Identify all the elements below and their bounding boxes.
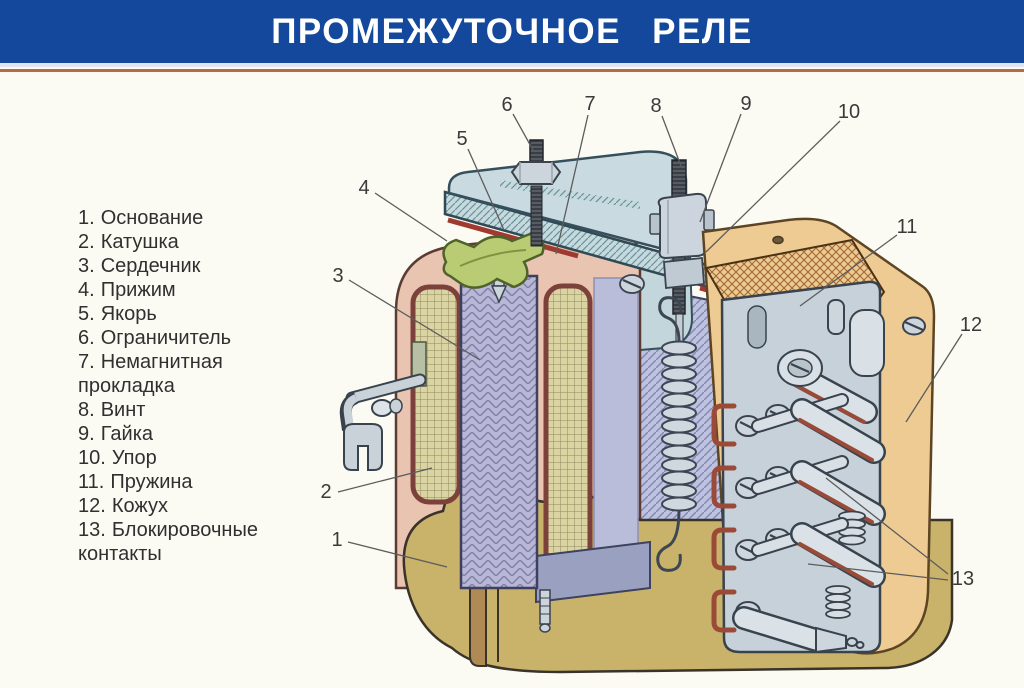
callout-1: 1 (331, 529, 448, 568)
callout-number-5: 5 (456, 128, 467, 150)
coil-inner-tube (535, 277, 651, 604)
contact-row-3 (711, 517, 886, 588)
callout-number-6: 6 (501, 94, 512, 116)
callout-number-3: 3 (332, 265, 343, 287)
callout-11: 11 (799, 216, 918, 307)
parts-list-item-2: 2.Катушка (78, 231, 179, 253)
parts-list-item-11: 11.Пружина (78, 471, 193, 493)
parts-list-item-7: 7.Немагнитная прокладка (78, 351, 223, 397)
callout-number-11: 11 (897, 216, 918, 238)
header-stripe-white (0, 67, 1024, 69)
core (459, 253, 551, 633)
callout-10: 10 (705, 101, 860, 253)
callout-number-13: 13 (952, 568, 974, 590)
parts-list: 1.Основание 2.Катушка 3.Сердечник 4.Приж… (78, 206, 318, 566)
return-spring (656, 296, 697, 572)
header-bar: ПРОМЕЖУТОЧНОЕ РЕЛЕ (0, 0, 1024, 63)
core-screw-bottom (539, 589, 551, 633)
parts-list-item-4: 4.Прижим (78, 279, 176, 301)
relay-cutaway-diagram: 1 2 3 4 5 6 7 8 (320, 93, 982, 674)
header-stripe-light (0, 63, 1024, 67)
contact-block (711, 280, 886, 654)
parts-list-item-13: 13.Блокировочные контакты (78, 519, 258, 565)
callout-5: 5 (456, 128, 505, 231)
parts-list-item-6: 6.Ограничитель (78, 327, 232, 349)
limiter-bolt (510, 139, 562, 247)
parts-list-item-3: 3.Сердечник (78, 255, 201, 277)
contact-row-4 (711, 585, 865, 654)
callout-12: 12 (905, 314, 982, 423)
parts-list-item-12: 12.Кожух (78, 495, 168, 517)
pressure-clamp (442, 232, 545, 289)
parts-list-item-9: 9.Гайка (78, 423, 154, 445)
cover-hole (772, 235, 784, 245)
cover-screw (902, 316, 926, 336)
contact-row-1 (711, 393, 886, 464)
callout-9: 9 (699, 93, 752, 223)
callout-6: 6 (501, 94, 534, 151)
parts-list-item-1: 1.Основание (78, 207, 204, 229)
callout-number-9: 9 (740, 93, 751, 115)
callout-number-2: 2 (320, 481, 331, 503)
accent-stripe (0, 69, 1024, 72)
callout-number-7: 7 (584, 93, 595, 115)
callout-number-10: 10 (838, 101, 860, 123)
stop-bracket (619, 257, 705, 294)
contact-top-lever (777, 299, 885, 424)
parts-list-item-5: 5.Якорь (78, 303, 157, 325)
page-title: ПРОМЕЖУТОЧНОЕ РЕЛЕ (271, 11, 753, 51)
callout-number-1: 1 (331, 529, 342, 551)
base-mount-tab (469, 585, 487, 667)
parts-list-item-10: 10.Упор (78, 447, 157, 469)
callout-8: 8 (650, 95, 682, 167)
callout-number-8: 8 (650, 95, 661, 117)
parts-list-item-8: 8.Винт (78, 399, 146, 421)
callout-7: 7 (555, 93, 596, 255)
callout-number-12: 12 (960, 314, 982, 336)
terminal-bracket (339, 341, 427, 471)
callout-13: 13 (807, 477, 974, 590)
callout-2: 2 (320, 467, 433, 503)
callout-number-4: 4 (358, 177, 369, 199)
callout-4: 4 (358, 177, 448, 242)
callout-3: 3 (332, 265, 481, 361)
